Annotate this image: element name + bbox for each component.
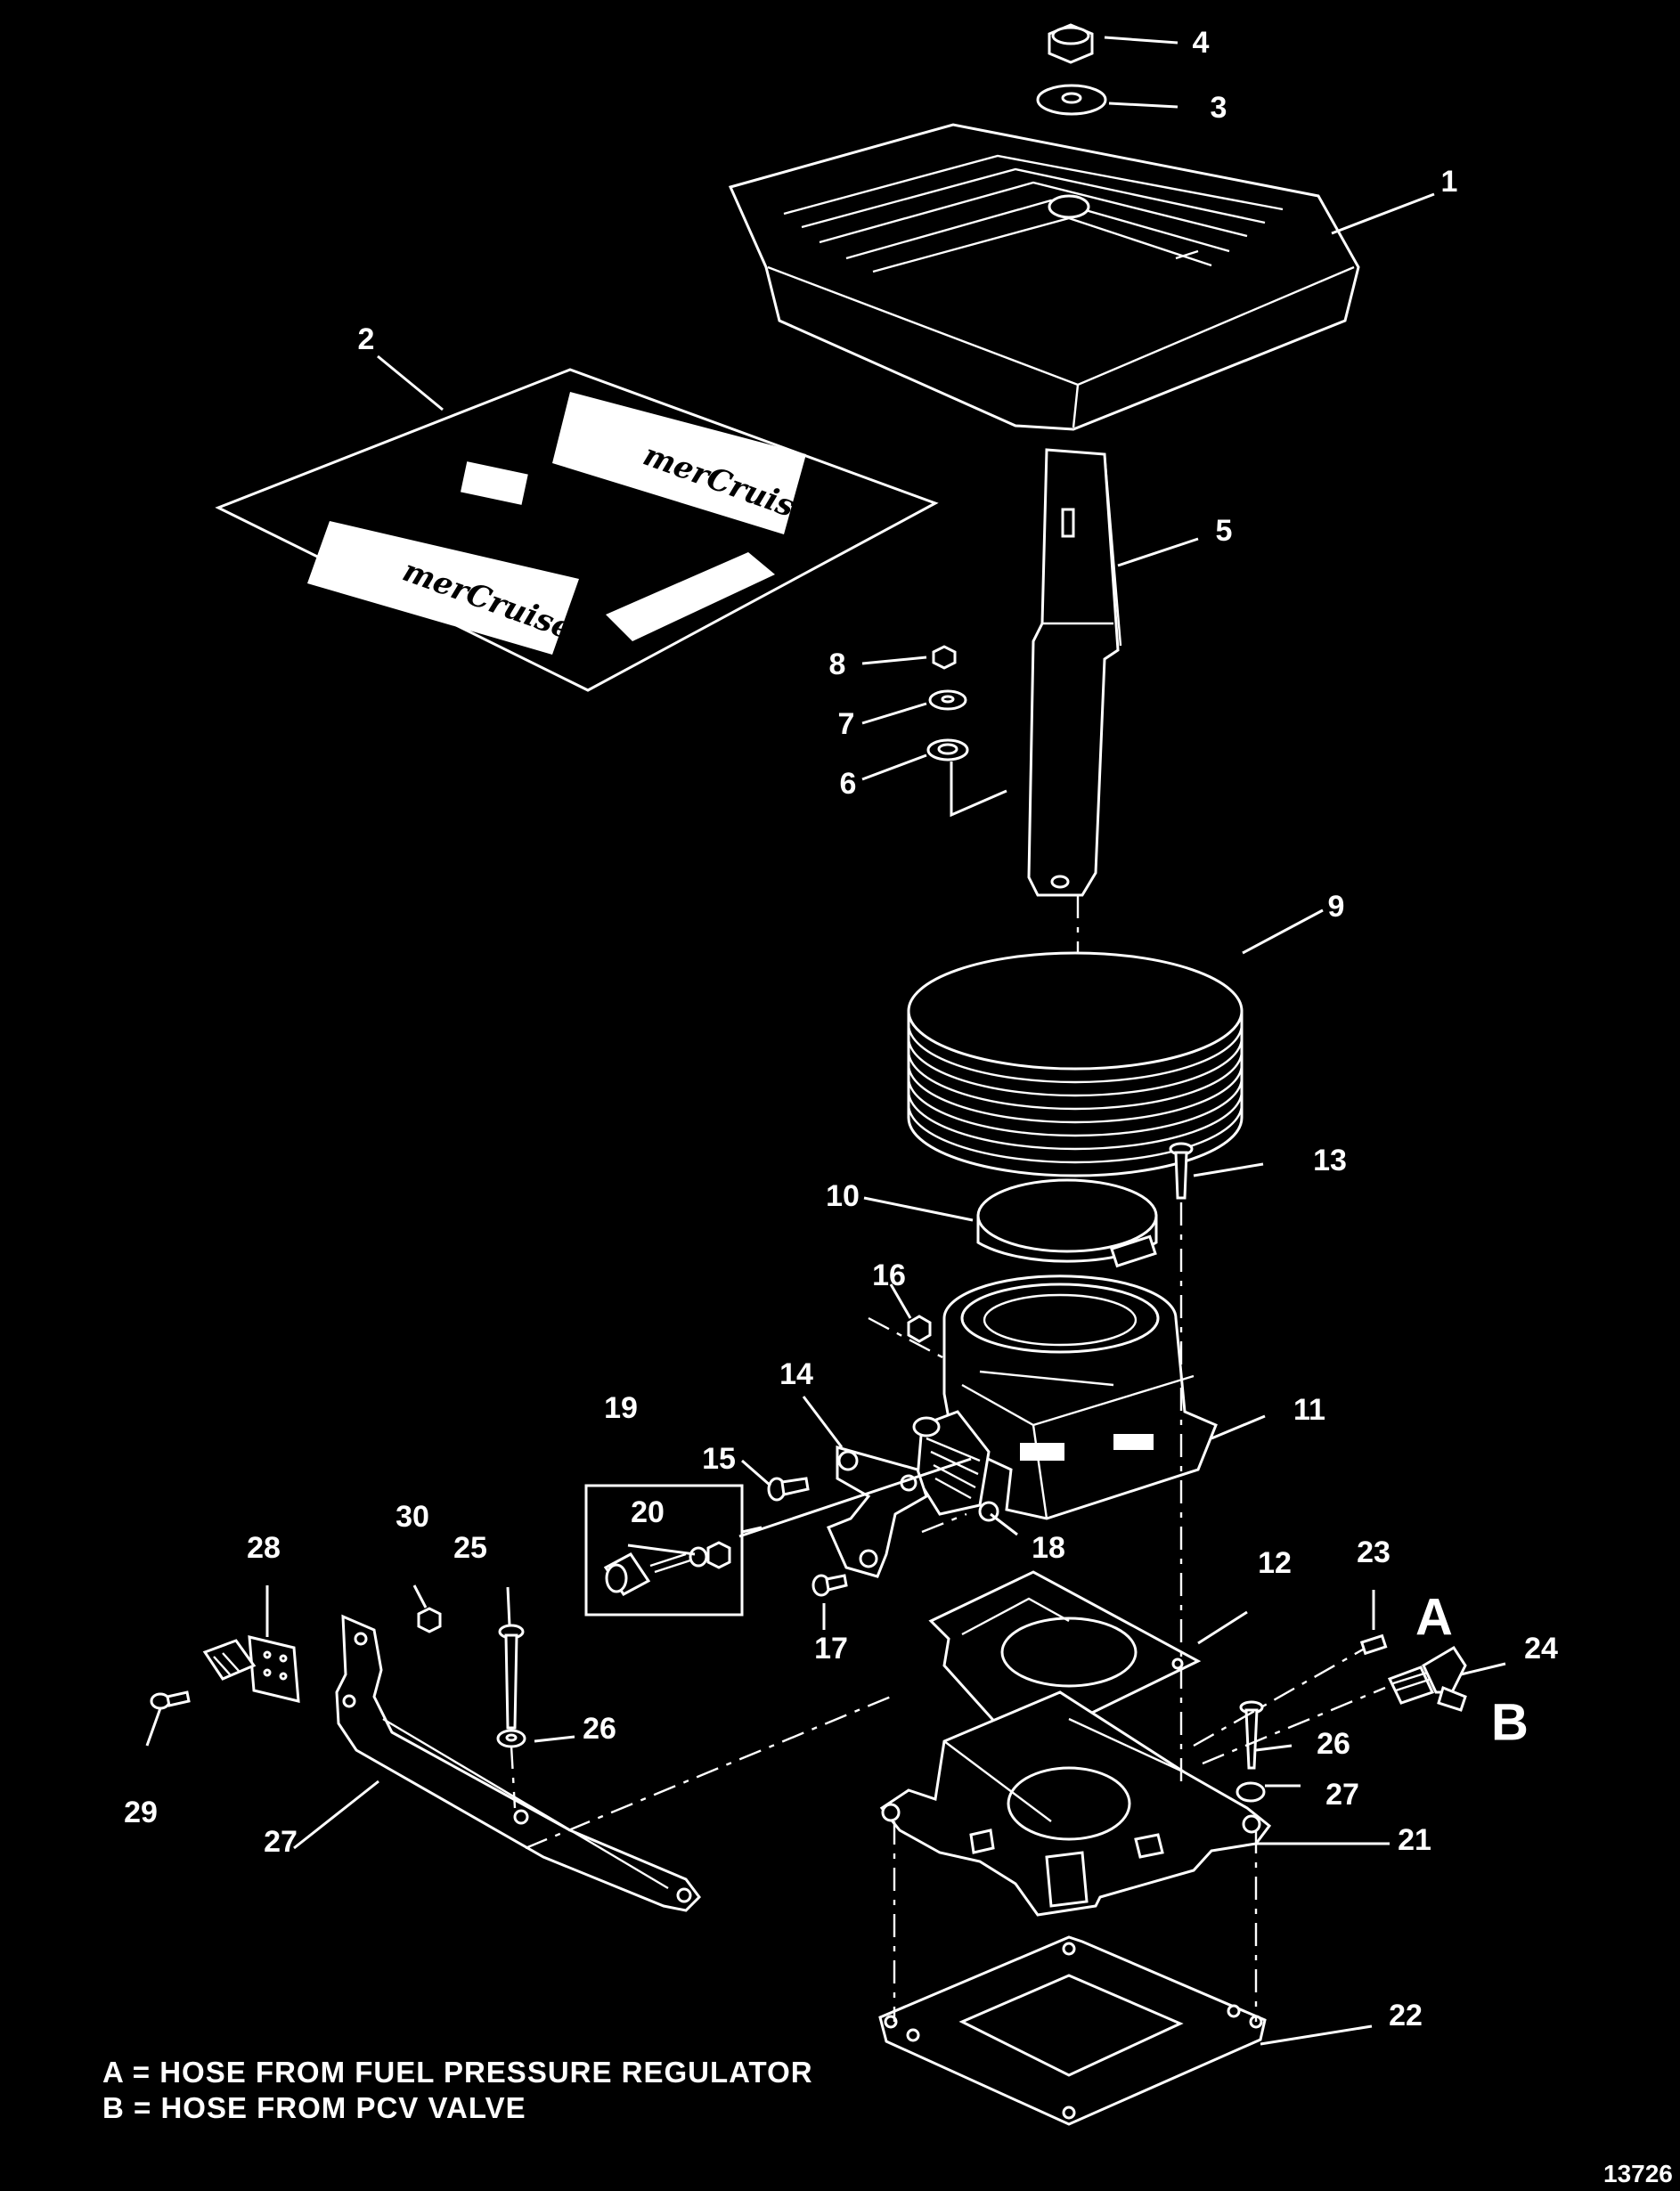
callout-6: 6 xyxy=(840,767,857,801)
callout-24: 24 xyxy=(1524,1632,1558,1666)
part-13-bolt xyxy=(1169,1142,1194,1200)
callout-labels: 4 3 1 2 5 8 7 6 9 10 13 16 19 14 15 11 2… xyxy=(124,26,1558,2032)
part-7-washer xyxy=(928,689,967,711)
part-2-decal: merCruiser merCruiser xyxy=(215,368,939,692)
part-19-fitting-kit-box xyxy=(584,1484,744,1617)
callout-20: 20 xyxy=(631,1495,665,1529)
callout-18: 18 xyxy=(1032,1531,1065,1565)
part-14-throttle-lever xyxy=(826,1446,928,1578)
figure-id: 13726 xyxy=(1603,2160,1673,2187)
part-27-washer-right xyxy=(1236,1781,1266,1803)
part-23-plug xyxy=(1359,1633,1388,1656)
callout-4: 4 xyxy=(1193,26,1210,60)
part-11-throttle-body xyxy=(912,1275,1218,1520)
callout-15: 15 xyxy=(702,1442,736,1476)
part-1-flame-arrestor-cover xyxy=(728,123,1360,431)
part-6-lockwasher xyxy=(926,738,969,762)
callout-27-left: 26 xyxy=(583,1712,616,1746)
callout-13: 13 xyxy=(1313,1144,1347,1177)
callout-21: 21 xyxy=(1398,1823,1431,1857)
callout-27-right: 27 xyxy=(1325,1778,1359,1812)
callout-26-left: 25 xyxy=(453,1531,487,1565)
callout-30: 30 xyxy=(396,1500,429,1534)
callout-22: 22 xyxy=(1389,1999,1423,2032)
callout-14: 14 xyxy=(779,1357,813,1391)
callout-29: 29 xyxy=(124,1796,158,1829)
callout-28: 28 xyxy=(247,1531,281,1565)
part-16-nut xyxy=(907,1315,932,1343)
part-27-washer-left xyxy=(496,1729,526,1748)
part-20-fitting xyxy=(603,1541,731,1596)
part-4-nut xyxy=(1048,23,1094,64)
callout-10: 10 xyxy=(826,1179,860,1213)
callout-11: 11 xyxy=(1293,1393,1325,1427)
port-label-b: B xyxy=(1491,1693,1529,1751)
callout-16: 16 xyxy=(872,1258,906,1292)
legend-line-a: A = HOSE FROM FUEL PRESSURE REGULATOR xyxy=(102,2056,813,2089)
part-28-bracket xyxy=(202,1635,300,1703)
part-5-bracket xyxy=(1027,448,1122,897)
callout-3: 3 xyxy=(1211,91,1227,125)
callout-9: 9 xyxy=(1328,890,1345,924)
legend-line-b: B = HOSE FROM PCV VALVE xyxy=(102,2091,526,2124)
part-21-adaptor-plate xyxy=(879,1690,1272,1917)
part-17-screw xyxy=(811,1574,848,1597)
part-3-washer xyxy=(1036,84,1107,116)
leader-lines xyxy=(145,36,1506,2046)
callout-5: 5 xyxy=(1216,514,1233,548)
callout-1: 1 xyxy=(1441,165,1458,199)
part-25-throttle-bracket xyxy=(335,1614,701,1912)
assembly-centerlines xyxy=(510,895,1386,2022)
part-15-screw xyxy=(767,1477,810,1502)
port-label-a: A xyxy=(1415,1588,1453,1646)
part-30-nut xyxy=(417,1607,442,1633)
part-24-elbow-fitting xyxy=(1387,1645,1467,1712)
legend: A = HOSE FROM FUEL PRESSURE REGULATOR B … xyxy=(102,2056,813,2124)
callout-12: 12 xyxy=(1258,1546,1292,1580)
part-22-base-gasket xyxy=(878,1935,1267,2126)
callout-8: 8 xyxy=(829,648,846,681)
callout-25: 27 xyxy=(264,1825,298,1859)
part-9-flame-arrestor xyxy=(907,951,1244,1177)
callout-17: 17 xyxy=(814,1632,848,1666)
callout-19: 19 xyxy=(604,1391,638,1425)
callout-26-right: 26 xyxy=(1317,1727,1350,1761)
part-8-nut xyxy=(932,645,957,670)
part-26-bolt-left xyxy=(498,1624,525,1730)
callout-7: 7 xyxy=(838,707,855,741)
callout-2: 2 xyxy=(358,322,375,356)
part-29-screw xyxy=(150,1690,191,1710)
callout-23: 23 xyxy=(1357,1535,1390,1569)
part-10-clamp xyxy=(976,1178,1158,1268)
